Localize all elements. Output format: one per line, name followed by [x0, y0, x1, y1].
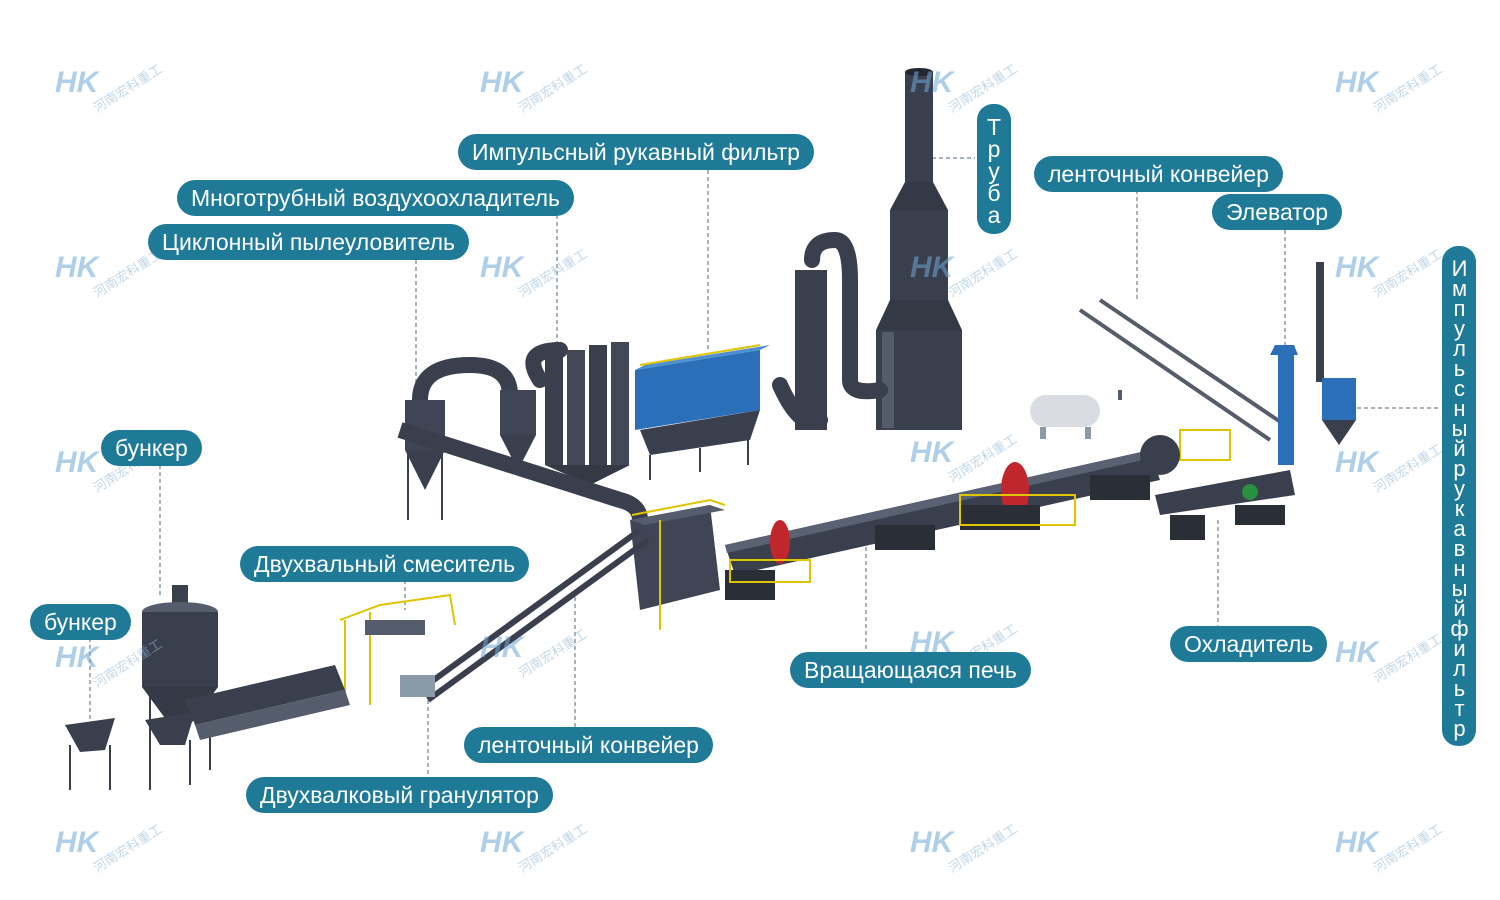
main-duct [397, 422, 648, 521]
cooler-shape [1155, 470, 1295, 540]
watermark: HK 河南宏科重工 [1335, 62, 1446, 117]
label-belt-conveyor-bottom: ленточный конвейер [464, 727, 713, 763]
mixer-granulator-shape [339, 593, 456, 705]
bag-filter-right-shape [1316, 262, 1356, 445]
watermark: HK 河南宏科重工 [910, 62, 1021, 117]
fuel-tank-shape [1030, 395, 1100, 439]
silo-shape [142, 585, 218, 770]
watermark: HK 河南宏科重工 [55, 637, 166, 692]
label-chimney: Труба [977, 104, 1011, 234]
air-cooler-column [795, 270, 827, 430]
label-pulse-bag-filter-top: Импульсный рукавный фильтр [458, 134, 814, 170]
chimney-shape [876, 68, 962, 430]
watermark: HK 河南宏科重工 [480, 627, 591, 682]
watermark: HK 河南宏科重工 [55, 62, 166, 117]
label-rotary-kiln: Вращающаяся печь [790, 652, 1031, 688]
belt-conveyor-bottom-shape [418, 527, 650, 703]
label-bunker-top: бункер [101, 430, 202, 466]
label-twin-shaft-mixer: Двухвальный смеситель [240, 546, 530, 582]
watermark: HK 河南宏科重工 [480, 62, 591, 117]
watermark: HK 河南宏科重工 [480, 822, 591, 877]
label-cooler: Охладитель [1170, 626, 1328, 662]
label-multitube-air-cooler: Многотрубный воздухоохладитель [177, 180, 574, 216]
watermark: HK 河南宏科重工 [910, 822, 1021, 877]
watermark: HK 河南宏科重工 [1335, 632, 1446, 687]
label-cyclone-dust-collector: Циклонный пылеуловитель [148, 224, 470, 260]
watermark: HK 河南宏科重工 [910, 247, 1021, 302]
label-pulse-bag-filter-right: Импульсныйрукавныйфильтр [1442, 246, 1476, 746]
label-twin-roll-granulator: Двухвалковый гранулятор [246, 777, 553, 813]
watermark: HK 河南宏科重工 [1335, 822, 1446, 877]
elevator-shape [1270, 345, 1298, 465]
label-elevator: Элеватор [1212, 194, 1343, 230]
leader-lines [89, 157, 1440, 778]
belt-conveyor-top-shape [1078, 298, 1287, 442]
bag-filter-top-shape [635, 344, 770, 480]
watermark: HK 河南宏科重工 [55, 442, 166, 497]
watermark: HK 河南宏科重工 [1335, 247, 1446, 302]
watermark: HK 河南宏科重工 [55, 822, 166, 877]
watermark: HK 河南宏科重工 [1335, 442, 1446, 497]
label-bunker-left: бункер [30, 604, 131, 640]
rotary-kiln-shape [725, 429, 1231, 600]
label-belt-conveyor-top: ленточный конвейер [1034, 156, 1283, 192]
batching-bins-shape [65, 665, 350, 790]
cyclone-shape [405, 400, 445, 520]
multitube-cooler-shape [500, 342, 630, 485]
watermark: HK 河南宏科重工 [910, 432, 1021, 487]
feed-bin-shape [630, 498, 726, 630]
watermark: HK 河南宏科重工 [55, 247, 166, 302]
watermark: HK 河南宏科重工 [480, 247, 591, 302]
